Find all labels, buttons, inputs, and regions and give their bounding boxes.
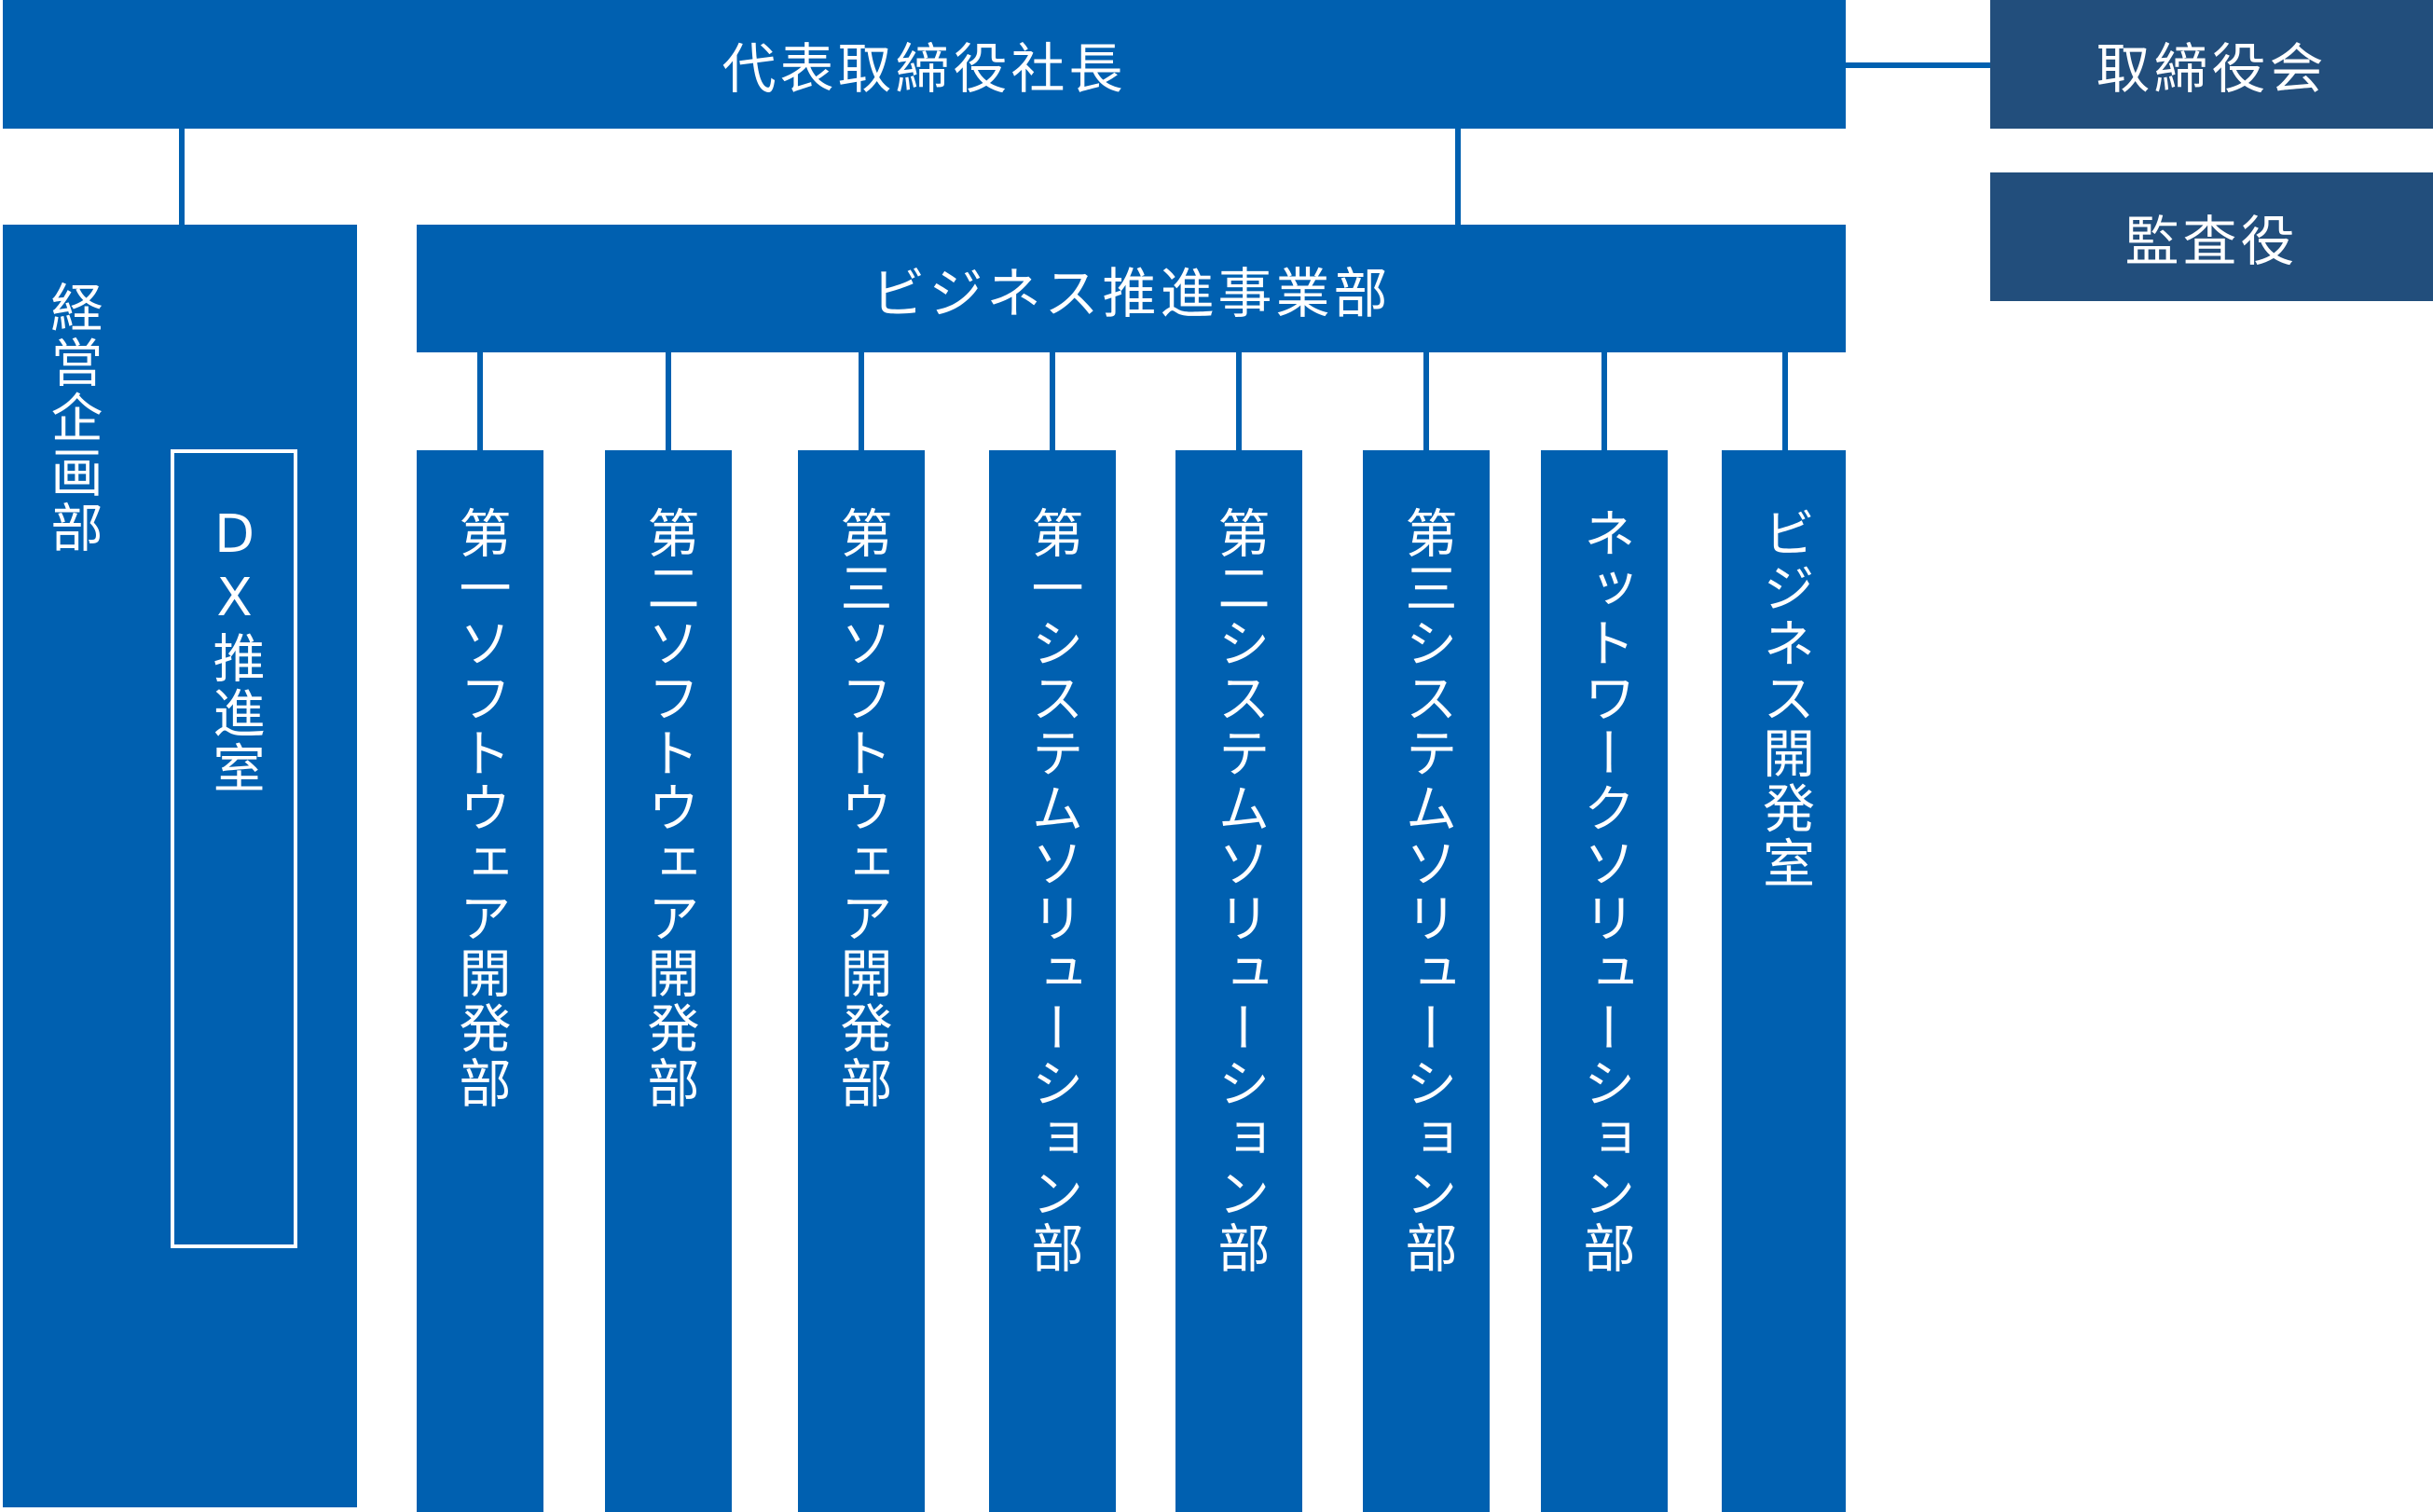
auditor-box: 監査役 — [1990, 172, 2433, 301]
connector-division-dept-6 — [1423, 352, 1429, 450]
dept-label-8: ビジネス開発室 — [1753, 506, 1815, 891]
management-planning-label: 経営企画部 — [42, 281, 103, 556]
ceo-label: 代表取締役社長 — [722, 37, 1127, 101]
dept-box-8: ビジネス開発室 — [1722, 450, 1846, 1512]
management-planning-box: 経営企画部 — [3, 225, 357, 1507]
dx-office-label: DX推進室 — [204, 504, 265, 796]
connector-ceo-management — [179, 129, 185, 225]
connector-division-dept-8 — [1782, 352, 1788, 450]
connector-division-dept-1 — [477, 352, 483, 450]
dept-label-6: 第三システムソリューション部 — [1396, 506, 1457, 1276]
connector-division-dept-2 — [666, 352, 671, 450]
dept-label-5: 第二システムソリューション部 — [1209, 506, 1270, 1276]
auditor-label: 監査役 — [2124, 210, 2299, 273]
dept-label-1: 第一ソフトウェア開発部 — [450, 506, 511, 1111]
dept-box-6: 第三システムソリューション部 — [1363, 450, 1490, 1512]
connector-division-dept-4 — [1050, 352, 1055, 450]
business-division-label: ビジネス推進事業部 — [871, 261, 1392, 325]
dept-box-4: 第一システムソリューション部 — [989, 450, 1116, 1512]
dept-label-3: 第三ソフトウェア開発部 — [832, 506, 892, 1111]
connector-ceo-division — [1455, 129, 1461, 225]
board-box: 取締役会 — [1990, 0, 2433, 129]
dept-label-4: 第一システムソリューション部 — [1023, 506, 1083, 1276]
dept-box-2: 第二ソフトウェア開発部 — [605, 450, 732, 1512]
dept-label-2: 第二ソフトウェア開発部 — [639, 506, 699, 1111]
dx-office-box: DX推進室 — [171, 449, 297, 1248]
connector-ceo-board — [1846, 62, 1990, 68]
dept-label-7: ネットワークソリューション部 — [1574, 506, 1635, 1276]
connector-division-dept-5 — [1236, 352, 1242, 450]
dept-box-3: 第三ソフトウェア開発部 — [798, 450, 925, 1512]
dept-box-5: 第二システムソリューション部 — [1175, 450, 1302, 1512]
business-division-box: ビジネス推進事業部 — [417, 225, 1846, 352]
dept-box-7: ネットワークソリューション部 — [1541, 450, 1668, 1512]
dept-box-1: 第一ソフトウェア開発部 — [417, 450, 543, 1512]
board-label: 取締役会 — [2096, 37, 2328, 101]
connector-division-dept-3 — [859, 352, 864, 450]
ceo-box: 代表取締役社長 — [3, 0, 1846, 129]
connector-division-dept-7 — [1601, 352, 1607, 450]
